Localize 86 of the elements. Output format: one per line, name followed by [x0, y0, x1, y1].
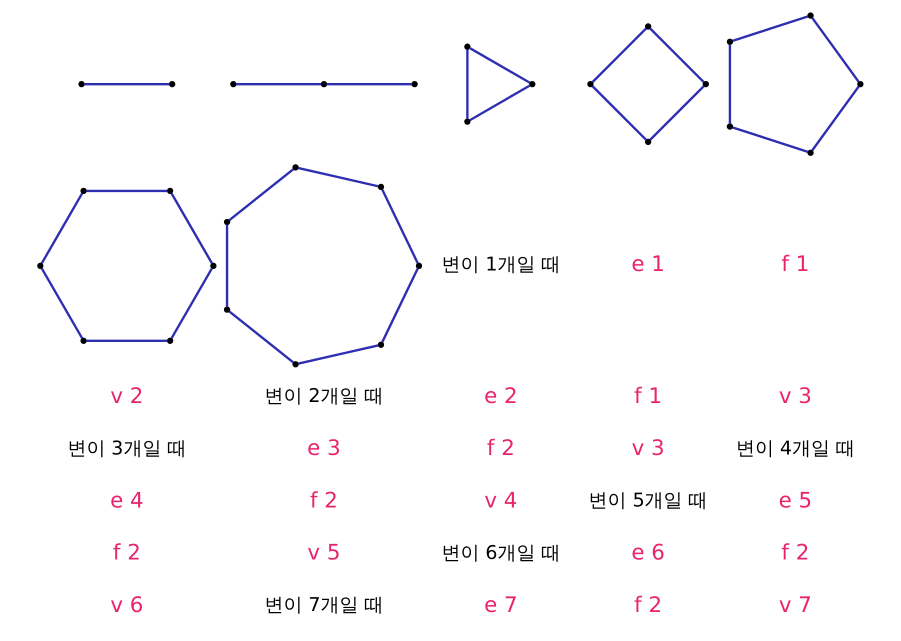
node-circle	[415, 262, 422, 269]
label: 변이 7개일 때	[264, 594, 384, 616]
label: e 2	[484, 384, 518, 409]
node-circle	[528, 81, 535, 88]
connector	[732, 126, 808, 153]
label: e 1	[630, 252, 664, 278]
connector	[298, 344, 378, 365]
node-circle	[80, 338, 86, 344]
connector	[228, 168, 294, 222]
node-circle	[78, 81, 84, 88]
connector	[86, 340, 167, 342]
node-circle	[464, 44, 470, 50]
label: e 3	[306, 436, 340, 462]
node-circle	[166, 338, 173, 344]
label: 변이 3개일 때	[66, 437, 186, 460]
label: e 6	[630, 540, 664, 566]
connector	[326, 82, 412, 86]
connector	[810, 86, 860, 152]
connector	[468, 84, 530, 122]
node-circle	[168, 81, 175, 88]
connector	[810, 17, 860, 82]
label: f 2	[310, 488, 338, 514]
label: e 4	[110, 488, 144, 514]
connector	[732, 15, 808, 42]
label: v 4	[484, 488, 517, 514]
node-circle	[166, 188, 173, 194]
connector	[225, 224, 228, 307]
node-circle	[320, 81, 327, 88]
connector	[170, 268, 212, 339]
connector	[380, 268, 418, 343]
label: v 3	[631, 436, 664, 462]
node-circle	[292, 361, 298, 368]
connector	[648, 85, 704, 141]
node-circle	[377, 184, 384, 190]
label: 변이 6개일 때	[440, 542, 560, 564]
label: v 6	[110, 592, 143, 618]
connector	[86, 190, 167, 192]
label: v 2	[110, 384, 143, 409]
node-circle	[377, 342, 384, 348]
label: f 2	[112, 540, 140, 566]
node-circle	[856, 81, 864, 88]
label: e 7	[484, 592, 518, 618]
label: 변이 2개일 때	[264, 385, 384, 408]
connector	[40, 192, 83, 264]
label: v 3	[778, 384, 812, 409]
label: f 2	[780, 540, 809, 566]
node-circle	[410, 81, 418, 88]
node-circle	[806, 150, 814, 156]
node-circle	[80, 188, 86, 194]
label: f 2	[486, 436, 514, 462]
connector	[466, 50, 468, 119]
label: 변이 5개일 때	[588, 490, 708, 512]
connector	[84, 82, 169, 86]
label: v 7	[778, 592, 812, 618]
node-circle	[223, 218, 230, 226]
connector	[380, 189, 418, 264]
connector	[228, 310, 294, 364]
connector	[469, 47, 530, 84]
node-circle	[726, 38, 733, 45]
connector	[170, 192, 212, 264]
node-circle	[223, 306, 230, 313]
node-circle	[644, 23, 651, 30]
label: f 1	[634, 384, 662, 409]
connector	[298, 166, 378, 188]
label: v 5	[306, 540, 340, 566]
node-circle	[230, 81, 236, 88]
connector	[40, 268, 83, 339]
label: f 2	[634, 592, 662, 618]
node-circle	[806, 12, 814, 19]
node-circle	[210, 262, 216, 269]
label: 변이 1개일 때	[440, 253, 560, 276]
node-circle	[726, 123, 733, 130]
label: 변이 4개일 때	[735, 437, 854, 460]
node-circle	[702, 81, 708, 88]
node-circle	[464, 118, 470, 125]
label: e 5	[778, 488, 812, 514]
connector	[591, 28, 646, 84]
node-circle	[36, 262, 43, 269]
label: f 1	[780, 252, 809, 278]
node-circle	[292, 164, 298, 171]
connector	[648, 28, 704, 83]
connector	[591, 85, 647, 141]
connector	[728, 44, 731, 124]
connector	[235, 82, 321, 86]
node-circle	[644, 138, 651, 145]
node-circle	[586, 81, 594, 88]
